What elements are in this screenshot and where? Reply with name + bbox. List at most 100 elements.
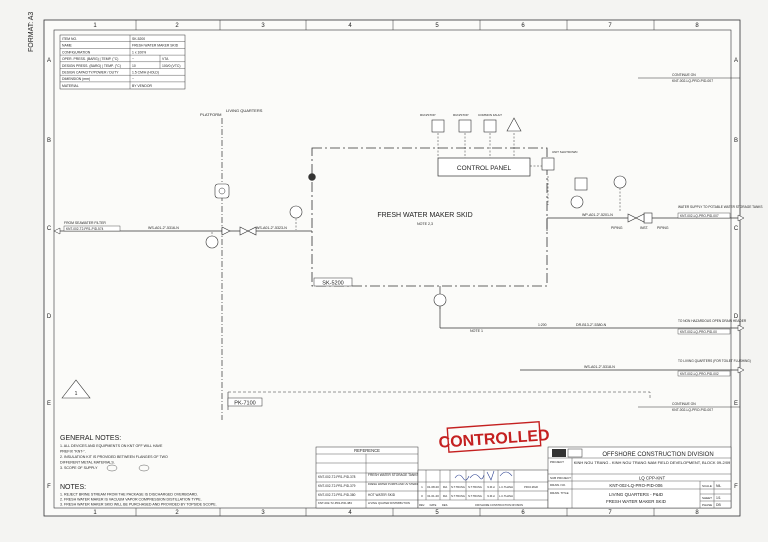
- col-label: 1: [93, 510, 97, 516]
- flag-number: 1: [75, 391, 78, 397]
- seawater-from-label: FROM SEAWATER FILTER: [64, 221, 106, 225]
- continue-top-label: CONTINUE ON: [672, 73, 696, 77]
- seawater-ref: KNT-002-T2-PR1-PID-574: [66, 227, 104, 231]
- check-valve-icon: [221, 226, 231, 236]
- phase-value: DB: [716, 503, 721, 507]
- rev-cell: L.C.THANH: [499, 494, 513, 498]
- revision-flag-icon: [61, 379, 91, 399]
- equip-label: DESIGN CAPACITY/POWER / DUTY: [62, 71, 119, 75]
- signature-icon: [454, 474, 470, 481]
- row-label: E: [734, 401, 738, 407]
- drain-indicator-icon: [433, 293, 447, 307]
- rev-cell: L.C.THANH: [499, 485, 513, 489]
- diagram-labels: PLATFORM LIVING QUARTERS CONTROL PANEL F…: [63, 73, 763, 412]
- title-division: OFFSHORE CONSTRUCTION DIVISION: [602, 452, 713, 458]
- line-number: DR-B13-2"-5380-N: [576, 323, 607, 327]
- ref-number: KNT-002-T2-PR1-PID-379: [318, 484, 356, 488]
- sample-indicator-icon: [570, 195, 584, 209]
- living-quarters-label: LIVING QUARTERS: [226, 108, 263, 113]
- rev-cell: 1: [421, 485, 423, 489]
- scope-symbol-icon: [106, 464, 118, 472]
- ref-title: FRESH WATER PUMPS AND UV STERILIZER: [368, 482, 425, 486]
- general-notes-title: GENERAL NOTES:: [60, 435, 121, 442]
- instrument-box-icon: [574, 177, 588, 191]
- alarm-run-stop-1-icon: [431, 119, 445, 133]
- off-page-connector-icon: [737, 324, 745, 332]
- ref-title: LIVING QUATER DISTRIBUTION: [368, 501, 410, 505]
- note-line: 1. REJECT BRINE STREAM FROM THE PACKAGE …: [60, 493, 198, 497]
- rev-header: DATE: [430, 503, 437, 507]
- alarm-common-fault-icon: [483, 119, 497, 133]
- equip-value: SK-5200: [132, 37, 145, 41]
- col-label: 8: [695, 510, 699, 516]
- general-note-line: 1. ALL DEVICES AND EQUIPMENTS ON KNT OFF…: [60, 444, 163, 448]
- continue-bottom-label: CONTINUE ON: [672, 402, 696, 406]
- line-number: WS-A01-2"-5316-N: [148, 226, 179, 230]
- drawing-title-line2: FRESH WATER MAKER SKID: [606, 499, 666, 504]
- reference-title: REFERENCE: [354, 448, 380, 453]
- ref-number: KNT-002-T2-PR1-PID-378: [318, 475, 356, 479]
- row-label: B: [734, 138, 738, 144]
- to-potable-label: WATER SUPPLY TO POTABLE WATER STORAGE TA…: [678, 205, 763, 209]
- col-label: 3: [261, 510, 265, 516]
- to-drain-ref: KNT-002-LQ-PRO-PID-00: [680, 330, 717, 334]
- row-label: A: [47, 58, 51, 64]
- equip-label: DESIGN PRESS. (BARG) | TEMP. (°C): [62, 64, 121, 68]
- equipment-data-table: ITEM NO. NAME CONFIGURATION OPER. PRESS.…: [59, 34, 186, 90]
- equip-value: ~: [132, 57, 134, 61]
- phase-label: PHASE: [702, 503, 712, 507]
- equip-extra: 100/0 (VTC): [162, 64, 180, 68]
- line-number: WS-A01-2"-5323-N: [256, 226, 287, 230]
- to-drain-label: TO NON HAZARDOUS OPEN DRAIN HEADER: [678, 319, 747, 323]
- rev-cell: N.M.H: [487, 485, 494, 489]
- to-lq-ref: KNT-002-LQ-PRO-PID-002: [680, 372, 719, 376]
- rev-cell: 0: [421, 494, 423, 498]
- tie-in-symbol-icon: [214, 183, 230, 199]
- ref-number: KNT-002-T2-PR1-PID-383: [318, 501, 352, 505]
- project-name: KINH NGU TRANG - KINH NGU TRANG NAM FIEL…: [574, 460, 731, 465]
- column-ticks: [135, 20, 655, 516]
- equip-label: CONFIGURATION: [62, 50, 91, 54]
- company-logo: [552, 449, 566, 457]
- line-number: WS-A01-2"-5318-N: [584, 365, 615, 369]
- row-labels-right: A B C D E F: [734, 58, 739, 490]
- equip-value: BY VENDOR: [132, 84, 152, 88]
- rev-cell: 31.01.20: [427, 494, 439, 498]
- row-label: F: [47, 484, 51, 490]
- rev-cell: N.M.H: [487, 494, 494, 498]
- alarm-run-stop-2-icon: [458, 119, 472, 133]
- col-label: 7: [608, 510, 612, 516]
- piping-label: PIPING: [657, 226, 669, 230]
- equip-value: 1.5 CM/H (HOLD): [132, 71, 159, 75]
- rev-cell: 01.08.20: [427, 485, 439, 489]
- col-label: 5: [435, 23, 439, 29]
- rev-cell: IFA: [443, 485, 448, 489]
- off-page-connector-icon: [737, 366, 745, 374]
- rev-cell: IFA: [443, 494, 448, 498]
- ref-title: FRESH WATER STORAGE TANKS: [368, 473, 418, 477]
- valve-icon: [239, 226, 249, 236]
- flow-indicator-icon: [613, 175, 627, 189]
- slope-label: 1:200: [538, 323, 547, 327]
- col-label: 3: [261, 23, 265, 29]
- equip-value: ~: [132, 77, 134, 81]
- valve-icon: [627, 213, 637, 223]
- pid-diagram: [53, 77, 745, 420]
- client-logo: [567, 448, 583, 458]
- alarm-triangle-icon: [506, 117, 522, 132]
- continue-bottom-ref: KNT-002-LQ-PRO-PID-007: [672, 408, 713, 412]
- line-number: WP-A01-2"-5201-N: [582, 213, 613, 217]
- off-page-connector-icon: [737, 214, 745, 222]
- signature-icon: [486, 470, 495, 481]
- rev-cell: N.T.TRUNG: [451, 485, 465, 489]
- inst-label: INST.: [640, 226, 648, 230]
- scale-value: NIL: [716, 484, 721, 488]
- col-label: 2: [175, 23, 179, 29]
- platform-label: PLATFORM: [200, 112, 221, 117]
- column-labels-top: 1 2 3 4 5 6 7 8: [93, 23, 699, 29]
- notes-title: NOTES:: [60, 484, 86, 491]
- alarm-label: RUN/STOP: [453, 113, 468, 117]
- col-label: 4: [348, 510, 352, 516]
- drawing-number: KNT-002-LQ-PRO-PID-006: [609, 483, 663, 488]
